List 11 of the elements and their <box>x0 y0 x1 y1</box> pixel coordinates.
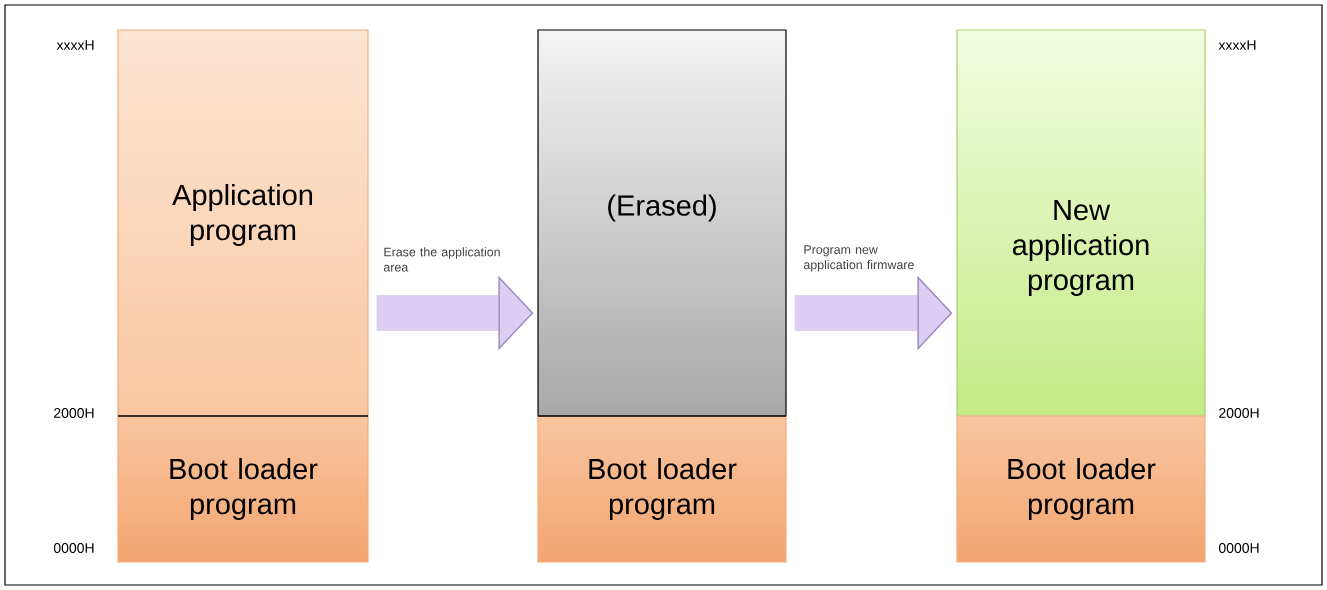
memory-block: Boot loader program <box>537 415 787 563</box>
edge-label: Program new application firmware <box>803 245 914 272</box>
address-label: xxxxH <box>1218 40 1256 50</box>
edge-label: Erase the application area <box>383 247 500 272</box>
address-label: xxxxH <box>56 40 94 50</box>
address-label: 0000H <box>1218 543 1259 553</box>
address-label: 2000H <box>54 408 94 418</box>
memory-block: Boot loader program <box>117 415 369 563</box>
address-label: 2000H <box>1219 408 1259 418</box>
address-label: 0000H <box>53 543 94 553</box>
memory-block: Boot loader program <box>956 415 1206 563</box>
